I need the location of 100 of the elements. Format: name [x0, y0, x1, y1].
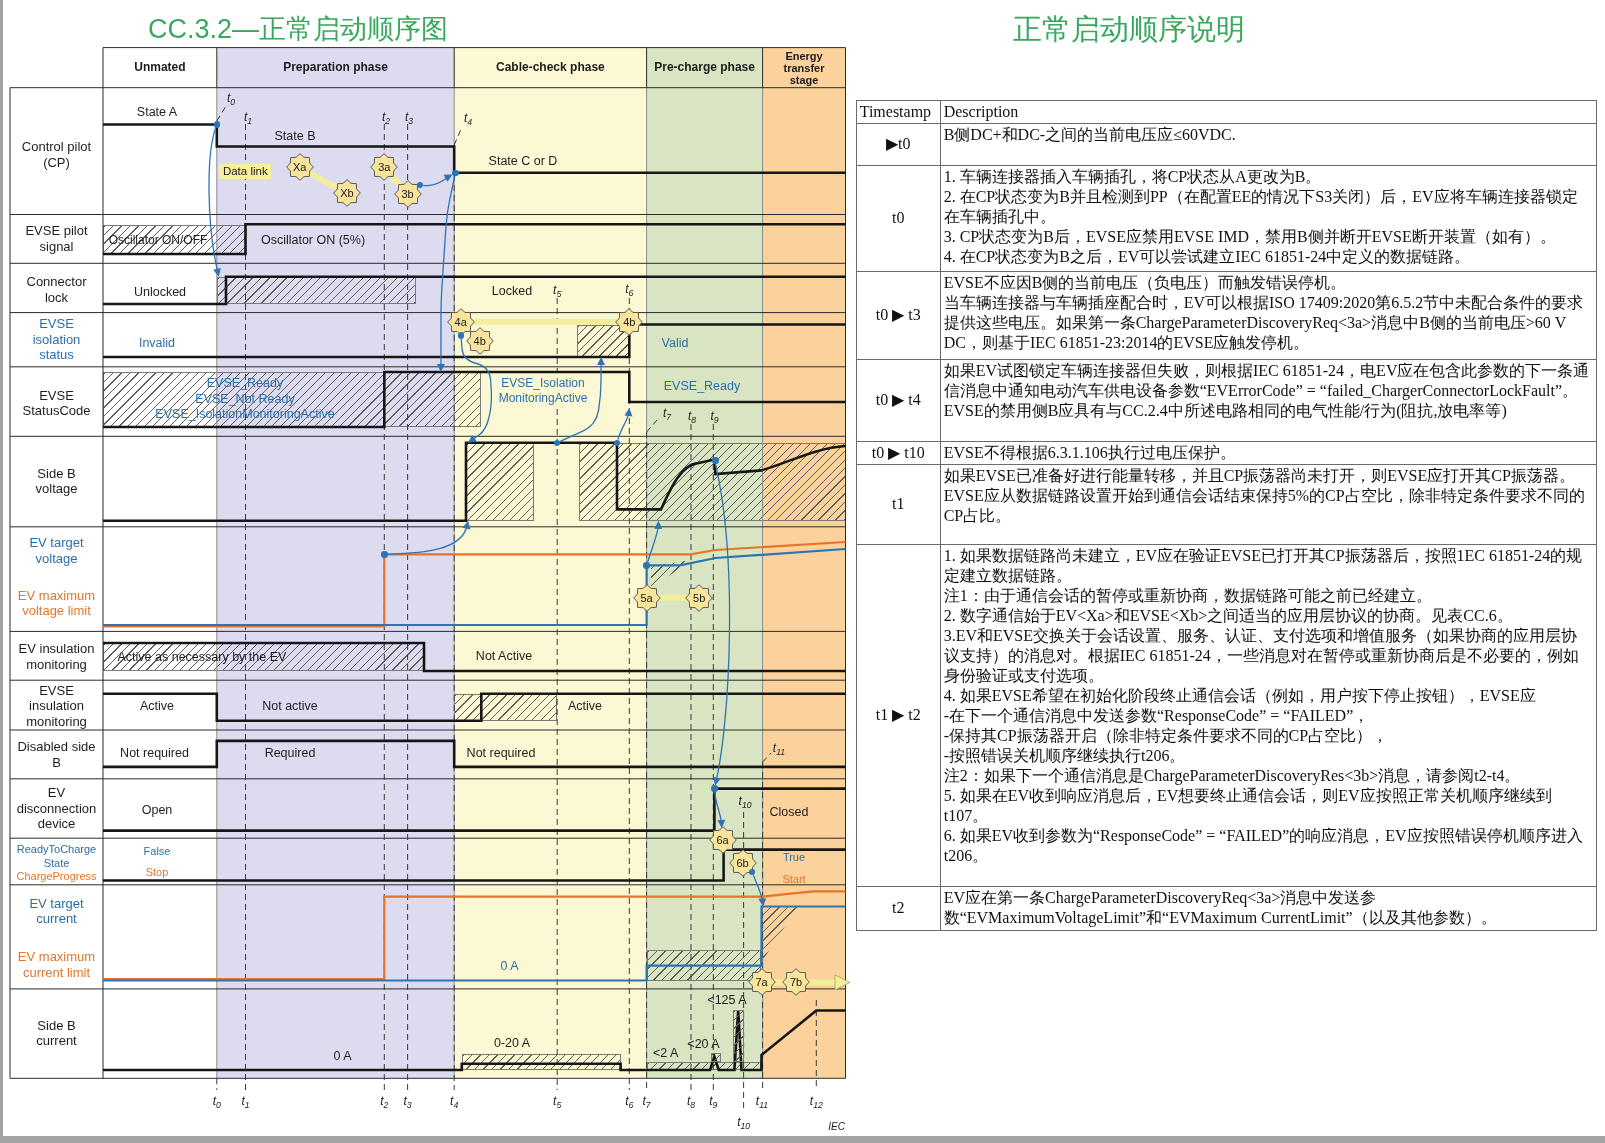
arrow [460, 338, 493, 443]
hatched-region [711, 1053, 721, 1062]
step-badge: 3b [393, 180, 422, 208]
step-badge: 3a [370, 153, 399, 182]
description-text: 2. 数字通信始于EV<Xa>和EVSE<Xb>之间适当的应用层协议的协商。见表CC.6。 [943, 605, 1514, 626]
phase-header: Pre-charge phase [646, 47, 763, 88]
timestamp-text: t0 ▶ t10 [871, 443, 925, 461]
phase-header: Energy transfer stage [762, 47, 846, 88]
description-text: 注1：由于通信会话的暂停或重新协商，数据链路可能之前已经建立。 [943, 585, 1433, 606]
anchor-dot [416, 181, 424, 189]
source-label: IEC [828, 1121, 845, 1133]
description-text: B侧DC+和DC-之间的当前电压应≤60VDC. [943, 125, 1237, 145]
timestamp-text: t0 [891, 209, 905, 227]
time-label: t$_{8}$ [687, 408, 697, 423]
step-badge: 4a [446, 307, 475, 336]
hatched-region [646, 1062, 762, 1070]
range-label: 0-20 A [493, 1036, 531, 1052]
state-label: Not active [262, 699, 318, 716]
description-text: 6. 如果EV收到参数为“ResponseCode” = “FAILED”的响应消息，EV应按照错误停机顺序进入t206。 [943, 825, 1584, 866]
timestamp-text: t1 [891, 495, 905, 513]
state-label: Invalid [138, 336, 176, 352]
state-label: 0 A [333, 1048, 352, 1065]
time-label: t$_{7}$ [662, 406, 672, 420]
anchor-dot [748, 868, 756, 876]
time-label: t$_{11}$ [755, 1094, 769, 1108]
state-label: State C or D [488, 154, 558, 170]
section-heading: 正常启动顺序说明 [1013, 12, 1245, 47]
step-badge: 7a [747, 968, 776, 997]
state-label: Closed [769, 805, 809, 821]
time-label: t$_{11}$ [772, 741, 786, 755]
description-text: 如果EVSE已准备好进行能量转移，并且CP振荡器尚未打开，则EVSE应打开其CP振荡器。 [943, 465, 1576, 486]
description-text: 1. 车辆连接器插入车辆插孔，将CP状态从A更改为B。 [943, 166, 1323, 187]
time-label: t$_{9}$ [710, 408, 719, 423]
band-arrow [807, 974, 851, 991]
arrow [559, 357, 606, 443]
hatched-region [216, 276, 416, 304]
timestamp-text: ▶t0 [885, 135, 911, 153]
description-text: 3. CP状态变为B后，EVSE应禁用EVSE IMD，禁用B侧并断开EVSE断开装置（如有）。 [943, 226, 1557, 247]
highlight-band [773, 979, 785, 986]
hatched-region [461, 1054, 621, 1070]
timestamp-text: t0 ▶ t4 [875, 391, 921, 409]
description-text: 3.EV和EVSE交换关于会话设置、服务、认证、支付选项和增值服务（如果协商的应用层协议支持）的消息对。根据IEC 61851-24，一些消息对在暂停或重新协商后是不必要的，例如身份验证或支付选项。 [943, 625, 1580, 686]
time-label: t$_{1}$ [243, 110, 253, 124]
description-text: 5. 如果在EV收到响应消息后，EV想要终止通信会话，则EV应按照正常关机顺序继续到t107。 [943, 785, 1553, 826]
time-label: t$_{6}$ [625, 282, 634, 296]
hatched-region [454, 693, 558, 721]
time-label: t$_{2}$ [381, 110, 391, 124]
time-label: t$_{8}$ [686, 1094, 696, 1108]
time-label: t$_{4}$ [450, 1094, 459, 1108]
signal-name: Side B voltage [34, 465, 79, 496]
signal-name: EV target voltage [28, 534, 85, 566]
state-label: Not required [466, 746, 536, 763]
highlight-band [308, 170, 339, 191]
time-label: t$_{5}$ [553, 1094, 562, 1108]
time-label: t$_{0}$ [212, 1094, 221, 1108]
state-label: EVSE_Ready [663, 379, 741, 396]
timestamp-text: t2 [891, 899, 905, 917]
step-badge: Xb [332, 179, 361, 208]
description-text: EVSE的禁用侧B应具有与CC.2.4中所述电路相同的电气性能/行为(阻抗,放电率等) [943, 400, 1508, 421]
description-text: -在下一个通信消息中发送参数“ResponseCode” = “FAILED”， [943, 705, 1371, 726]
step-badge: 6a [708, 825, 737, 854]
anchor-dot [643, 562, 650, 569]
description-text: 4. 如果EVSE希望在初始化阶段终止通信会话（例如，用户按下停止按钮），EVSE应 [943, 685, 1537, 706]
signal-name: Control pilot (CP) [20, 138, 93, 170]
time-label: t$_{1}$ [241, 1094, 250, 1108]
anchor-dot [457, 332, 465, 339]
timestamp-text: t1 ▶ t2 [875, 706, 921, 724]
state-label: Active [568, 699, 602, 716]
phase-header: Preparation phase [216, 47, 455, 88]
step-badge: 4b [465, 326, 494, 355]
description-text: 4. 在CP状态变为B之后，EV可以尝试建立IEC 61851-24中定义的数据链路。 [943, 246, 1472, 267]
description-text: -保持其CP振荡器开启（除非特定条件要求不同的CP占空比）， [943, 725, 1390, 746]
column-header: Timestamp [859, 103, 932, 120]
anchor-dot [452, 169, 459, 177]
state-label: Locked [491, 283, 533, 300]
signal-name: EV disconnection device [15, 784, 98, 832]
anchor-dot [712, 457, 719, 464]
arrow [752, 874, 767, 907]
signal-name: ChargeProgress [15, 870, 98, 884]
signal-name: EV maximum voltage limit [16, 587, 97, 619]
arrow [422, 174, 453, 187]
time-label: t$_{10}$ [738, 794, 752, 808]
anchor-dot [613, 439, 621, 447]
state-label: Open [141, 803, 173, 819]
state-label: Unlocked [133, 284, 187, 301]
description-text: 如果EV试图锁定车辆连接器但失败，则根据IEC 61851-24，电EV应在包含此参数的下一条通信消息中通知电动汽车供电设备参数“EVErrorCode” = “failed_ChargerConnectorLockFault”。 [943, 360, 1591, 401]
state-label: True [782, 850, 806, 864]
arrow [208, 126, 221, 277]
state-label: Active [140, 699, 174, 716]
time-label: t$_{10}$ [737, 1114, 751, 1129]
anchor-dot [213, 121, 221, 128]
arrow [712, 462, 731, 786]
time-label: t$_{7}$ [642, 1094, 651, 1108]
state-label: EVSE_Isolation MonitoringActive [497, 376, 589, 406]
state-label: Not required [120, 746, 189, 763]
hatched-region [579, 442, 846, 521]
state-label: 0 A [500, 959, 519, 975]
state-label: State A [136, 105, 178, 121]
time-label: t$_{12}$ [809, 1094, 823, 1108]
time-label: t$_{3}$ [403, 1094, 412, 1108]
